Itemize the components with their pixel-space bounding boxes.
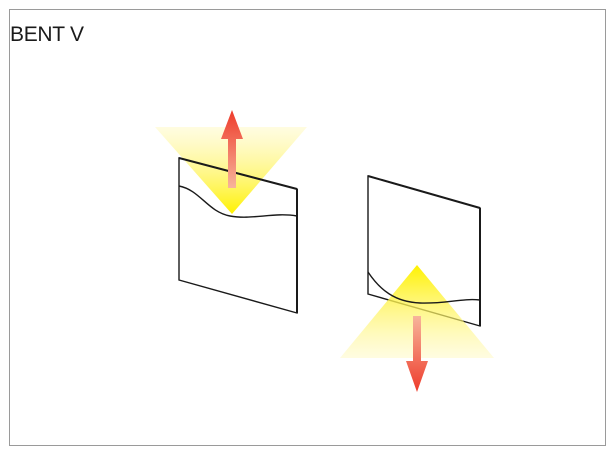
left-panel-top-edge	[178, 157, 298, 190]
right-panel-top-edge	[367, 175, 481, 209]
left-arrow-up	[221, 110, 243, 188]
left-fixture	[155, 110, 307, 314]
diagram-title: BENT V	[10, 23, 84, 46]
right-light-cone	[340, 265, 494, 358]
right-fixture	[340, 175, 494, 392]
diagram-frame	[9, 9, 606, 446]
left-panel-bend-line	[178, 185, 298, 218]
right-arrow-down	[406, 316, 428, 392]
right-panel-bend-line	[367, 271, 481, 304]
